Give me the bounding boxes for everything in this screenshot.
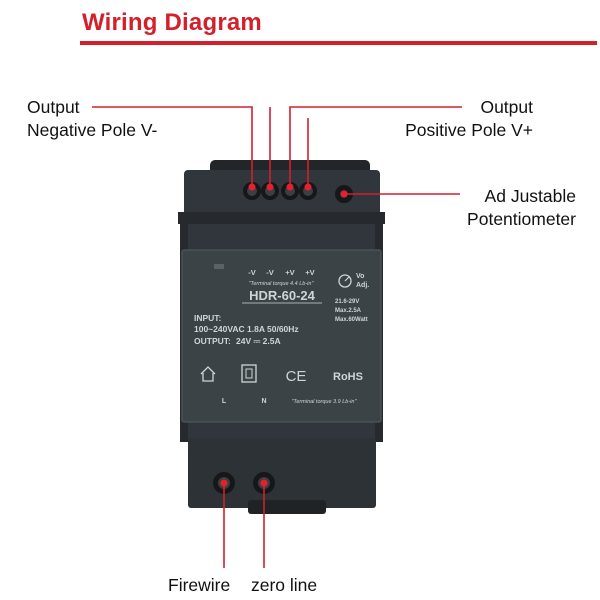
output-label: OUTPUT: bbox=[194, 336, 231, 346]
rohs-mark: RoHS bbox=[333, 371, 363, 383]
callout-dot bbox=[340, 190, 348, 198]
diagram-title: Wiring Diagram bbox=[82, 9, 262, 36]
bottom-section bbox=[188, 438, 376, 508]
label-zero-line: zero line bbox=[251, 575, 318, 595]
plate-text: -V -V +V +V "Terminal torque 4.4 Lb-in" … bbox=[194, 268, 369, 405]
label-firewire: Firewire bbox=[168, 575, 231, 595]
vo-label: Vo bbox=[356, 273, 364, 280]
adj-label: Adj. bbox=[356, 282, 369, 289]
terminal-label-2: -V bbox=[266, 268, 274, 277]
plate-notch bbox=[214, 264, 224, 269]
model-name: HDR-60-24 bbox=[249, 288, 316, 303]
callout-dot bbox=[248, 183, 256, 191]
din-clip bbox=[248, 500, 326, 514]
terminal-n-label: N bbox=[261, 398, 266, 405]
terminal-l-label: L bbox=[222, 398, 227, 405]
label-plate bbox=[181, 249, 382, 423]
input-label: INPUT: bbox=[194, 313, 222, 323]
callout-line-negative-outer bbox=[92, 106, 253, 186]
title-rule bbox=[80, 41, 597, 45]
callout-lines bbox=[92, 106, 462, 568]
terminal-label-1: -V bbox=[248, 268, 256, 277]
label-potentiometer: Ad Justable Potentiometer bbox=[440, 185, 576, 231]
callout-dot bbox=[304, 183, 312, 191]
rating-power: Max.60Watt bbox=[335, 317, 368, 323]
vo-adj-icon bbox=[338, 274, 352, 288]
label-line: Output bbox=[27, 97, 80, 117]
torque-top-text: "Terminal torque 4.4 Lb-in" bbox=[249, 281, 315, 287]
callout-dot bbox=[266, 183, 274, 191]
label-line: Potentiometer bbox=[467, 209, 576, 229]
rating-voltage: 21.6-29V bbox=[335, 299, 359, 305]
rating-current: Max.2.5A bbox=[335, 308, 362, 314]
label-output-positive: Output Positive Pole V+ bbox=[380, 96, 533, 142]
callout-dots bbox=[220, 183, 348, 487]
label-output-negative: Output Negative Pole V- bbox=[27, 96, 157, 142]
output-spec: 24V ⎓ 2.5A bbox=[236, 336, 281, 346]
label-line: Output bbox=[480, 97, 533, 117]
vo-adj-indicator bbox=[344, 276, 350, 282]
terminal-label-4: +V bbox=[305, 268, 314, 277]
callout-line-positive-outer bbox=[289, 106, 462, 186]
top-lip bbox=[178, 212, 385, 224]
input-spec: 100~240VAC 1.8A 50/60Hz bbox=[194, 324, 299, 334]
label-line: Positive Pole V+ bbox=[405, 120, 533, 140]
callout-dot bbox=[220, 479, 228, 487]
callout-dot bbox=[260, 479, 268, 487]
callout-dot bbox=[286, 183, 294, 191]
double-insulation-inner bbox=[245, 368, 253, 379]
terminal-label-3: +V bbox=[285, 268, 294, 277]
label-line: Ad Justable bbox=[484, 186, 576, 206]
torque-bottom-text: "Terminal torque 3.9 Lb-in" bbox=[292, 399, 358, 405]
indoor-use-icon bbox=[200, 366, 216, 382]
label-line: Negative Pole V- bbox=[27, 120, 158, 140]
ce-mark: CE bbox=[286, 368, 307, 385]
double-insulation-icon bbox=[241, 364, 257, 383]
